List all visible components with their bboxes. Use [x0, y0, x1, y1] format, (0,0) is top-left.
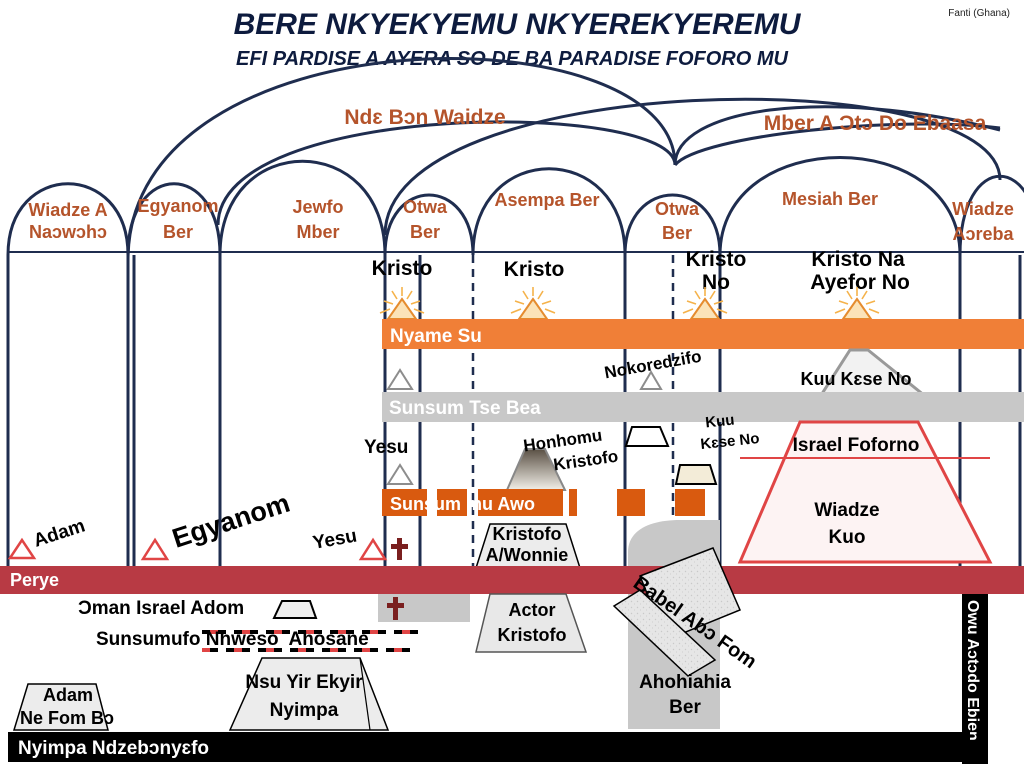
- sunburst-triangle-icon-2: [510, 287, 556, 320]
- ahohiahia-line1: Ahohiahia: [639, 672, 731, 693]
- era-labels: Wiadze A Naɔwɔhɔ Egyanom Ber Jewfo Mber …: [28, 189, 1014, 244]
- era-6-line2: Ber: [662, 223, 692, 243]
- era-1-line2: Naɔwɔhɔ: [29, 222, 107, 242]
- israel-foforo-label: Israel Foforno: [793, 435, 920, 456]
- oman-israel-label: Ɔman Israel Adom: [78, 598, 244, 619]
- ahohiahia-line2: Ber: [669, 697, 701, 718]
- wiadze-kuo-line1: Wiadze: [814, 500, 879, 521]
- yesu-upper-label: Yesu: [364, 437, 408, 458]
- adam-label: Adam: [31, 515, 88, 551]
- yesu-lower-label: Yesu: [311, 526, 358, 554]
- era-4-line2: Ber: [410, 222, 440, 242]
- era-6-line1: Otwa: [655, 199, 700, 219]
- arch-label-left: Ndɛ Bɔn Waidze: [344, 106, 505, 129]
- cross-icon-2: [387, 597, 404, 620]
- actor-pyramid: [475, 593, 588, 653]
- sunsum-mu-awo-label: Sunsum mu Awo: [390, 494, 535, 514]
- nyimpa-ndze-band: [8, 732, 970, 762]
- sunsum-tse-bea-label: Sunsum Tse Bea: [389, 398, 541, 419]
- kristo-no-line1: Kristo: [686, 248, 747, 271]
- era-8-line2: Aɔreba: [952, 224, 1014, 244]
- wiadze-kuo-line2: Kuo: [829, 527, 866, 548]
- kristofo-line2: A/Wonnie: [486, 545, 569, 565]
- honhomu-line2: Kristofo: [552, 447, 619, 475]
- sunburst-triangle-icon-1: [379, 287, 425, 320]
- nyimpa-ndze-label: Nyimpa Ndzebɔnyɛfo: [18, 738, 209, 759]
- kuu-small-line1: Kuu: [705, 412, 736, 432]
- kuu-kese-no-label: Kuu Kɛse No: [801, 369, 912, 389]
- sunsumufo-label: Sunsumufo Nhweso Ahosane: [96, 629, 369, 650]
- adam-fom-pyramid: [12, 683, 109, 731]
- kristo-label-1: Kristo: [372, 257, 433, 280]
- small-trapezoid-icon-2: [674, 464, 718, 485]
- era-5: Asempa Ber: [494, 190, 599, 210]
- adam-fom-line1: Adam: [43, 685, 93, 705]
- era-3-line1: Jewfo: [292, 197, 343, 217]
- nsu-yir-pyramid: [228, 657, 390, 731]
- babel-block-2: [612, 589, 717, 677]
- actor-line2: Kristofo: [498, 625, 567, 645]
- sunsum-mu-awo-band: [382, 489, 705, 516]
- sunsum-tse-bea-band: [382, 392, 1024, 422]
- owu-label: Owu Aɔtɔdo Ebien: [964, 600, 981, 741]
- kristo-no-line2: No: [702, 271, 730, 294]
- kristofo-line1: Kristofo: [493, 524, 562, 544]
- era-7: Mesiah Ber: [782, 189, 878, 209]
- nyame-su-label: Nyame Su: [390, 326, 482, 347]
- triangle-icon-adam: [7, 537, 37, 560]
- era-2-line2: Ber: [163, 222, 193, 242]
- triangle-icon-yesu: [358, 537, 388, 561]
- small-trapezoid-icon-1: [624, 426, 670, 447]
- era-3-line2: Mber: [296, 222, 339, 242]
- small-triangle-icon-1: [639, 370, 663, 390]
- page-subtitle: EFI PARDISE A AYERA SO DE BA PARADISE FO…: [236, 48, 788, 70]
- cross-icon-1: [391, 538, 408, 560]
- small-triangle-icon-3: [386, 463, 414, 485]
- era-2-line1: Egyanom: [137, 196, 218, 216]
- nsu-yir-line1: Nsu Yir Ekyir: [245, 672, 363, 693]
- actor-line1: Actor: [508, 600, 555, 620]
- nyame-su-band: [382, 319, 1024, 349]
- honhomu-pyramid: [505, 448, 567, 491]
- kristo-na-line2: Ayefor No: [810, 271, 910, 294]
- triangle-icon-egyanom: [140, 537, 170, 561]
- adam-fom-line2: Ne Fom Bɔ: [20, 708, 114, 728]
- page-title: BERE NKYEKYEMU NKYEREKYEREMU: [234, 8, 802, 41]
- era-1-line1: Wiadze A: [28, 200, 107, 220]
- era-8-line1: Wiadze: [952, 199, 1014, 219]
- era-4-line1: Otwa: [403, 197, 448, 217]
- arch-label-right: Mber A Ɔtɔ Do Ebaasa: [764, 112, 987, 135]
- small-trapezoid-icon-3: [272, 600, 318, 619]
- perye-band: [0, 566, 1024, 594]
- egyanom-label: Egyanom: [169, 488, 294, 554]
- sunsumufo-band: [202, 630, 420, 652]
- kristo-label-2: Kristo: [504, 258, 565, 281]
- perye-label: Perye: [10, 570, 59, 590]
- small-triangle-icon-2: [386, 368, 414, 390]
- kuu-small-line2: Kɛse No: [700, 430, 761, 453]
- nsu-yir-line2: Nyimpa: [270, 700, 339, 721]
- language-note: Fanti (Ghana): [948, 8, 1010, 19]
- kristo-na-line1: Kristo Na: [811, 248, 905, 271]
